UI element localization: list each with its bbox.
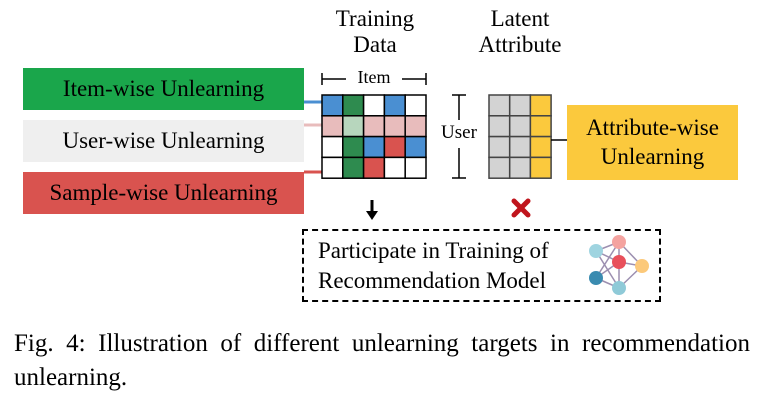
matrix-cell-r2-c4 bbox=[404, 135, 427, 159]
item-wise-label: Item-wise Unlearning bbox=[62, 76, 265, 101]
cross-icon bbox=[511, 198, 531, 218]
matrix-cell-r2-c3 bbox=[383, 135, 406, 159]
matrix-cell-r3-c3 bbox=[383, 156, 406, 179]
attribute-cell-r1-c2 bbox=[529, 115, 552, 138]
participate-in-training-box: Participate in Training of Recommendatio… bbox=[302, 229, 661, 302]
matrix-cell-r0-c4 bbox=[404, 94, 427, 117]
user-wise-unlearning-box: User-wise Unlearning bbox=[23, 120, 304, 162]
matrix-cell-r1-c2 bbox=[362, 115, 386, 138]
attribute-wise-unlearning-box: Attribute-wise Unlearning bbox=[567, 105, 738, 180]
matrix-cell-r3-c2 bbox=[362, 156, 386, 179]
attribute-cell-r1-c1 bbox=[508, 115, 532, 138]
attribute-wise-label-line2: Unlearning bbox=[600, 143, 705, 169]
sample-wise-label: Sample-wise Unlearning bbox=[49, 180, 278, 205]
participate-line2: Recommendation Model bbox=[318, 267, 547, 293]
latent-attribute-header: Latent Attribute bbox=[478, 6, 562, 58]
matrix-cell-r0-c1 bbox=[342, 94, 365, 117]
matrix-cell-r0-c3 bbox=[383, 94, 406, 117]
matrix-cell-r3-c4 bbox=[404, 156, 427, 179]
matrix-cell-r1-c4 bbox=[404, 115, 427, 138]
attribute-wise-label-line1: Attribute-wise bbox=[586, 114, 719, 140]
attribute-cell-r0-c2 bbox=[529, 94, 552, 117]
attribute-cell-r0-c1 bbox=[508, 94, 532, 117]
matrix-cell-r0-c0 bbox=[321, 94, 344, 117]
matrix-cell-r3-c1 bbox=[342, 156, 365, 179]
matrix-cell-r0-c2 bbox=[362, 94, 386, 117]
training-data-header: Training Data bbox=[335, 6, 415, 58]
matrix-cell-r1-c1 bbox=[342, 115, 365, 138]
user-wise-label: User-wise Unlearning bbox=[62, 128, 265, 153]
attribute-cell-r3-c0 bbox=[488, 156, 511, 179]
attribute-cell-r0-c0 bbox=[488, 94, 511, 117]
matrix-cell-r3-c0 bbox=[321, 156, 344, 179]
attribute-cell-r3-c1 bbox=[508, 156, 532, 179]
latent-attribute-matrix bbox=[488, 94, 552, 179]
sample-wise-unlearning-box: Sample-wise Unlearning bbox=[23, 172, 304, 214]
matrix-cell-r1-c3 bbox=[383, 115, 406, 138]
matrix-cell-r2-c1 bbox=[342, 135, 365, 159]
attribute-cell-r3-c2 bbox=[529, 156, 552, 179]
participate-line1: Participate in Training of bbox=[318, 237, 549, 263]
training-data-matrix bbox=[321, 94, 427, 179]
attribute-cell-r1-c0 bbox=[488, 115, 511, 138]
figure-caption: Fig. 4: Illustration of different unlear… bbox=[14, 330, 750, 391]
attribute-cell-r2-c0 bbox=[488, 135, 511, 159]
item-wise-unlearning-box: Item-wise Unlearning bbox=[23, 68, 304, 110]
matrix-cell-r2-c0 bbox=[321, 135, 344, 159]
matrix-cell-r2-c2 bbox=[362, 135, 386, 159]
item-axis-label: Item bbox=[346, 67, 402, 88]
attribute-cell-r2-c1 bbox=[508, 135, 532, 159]
attribute-cell-r2-c2 bbox=[529, 135, 552, 159]
user-axis-label: User bbox=[434, 122, 484, 144]
item-axis-bracket bbox=[321, 73, 427, 85]
neural-network-icon bbox=[589, 235, 649, 295]
user-axis-bracket bbox=[452, 94, 466, 179]
matrix-cell-r1-c0 bbox=[321, 115, 344, 138]
down-arrow-icon bbox=[366, 200, 378, 220]
